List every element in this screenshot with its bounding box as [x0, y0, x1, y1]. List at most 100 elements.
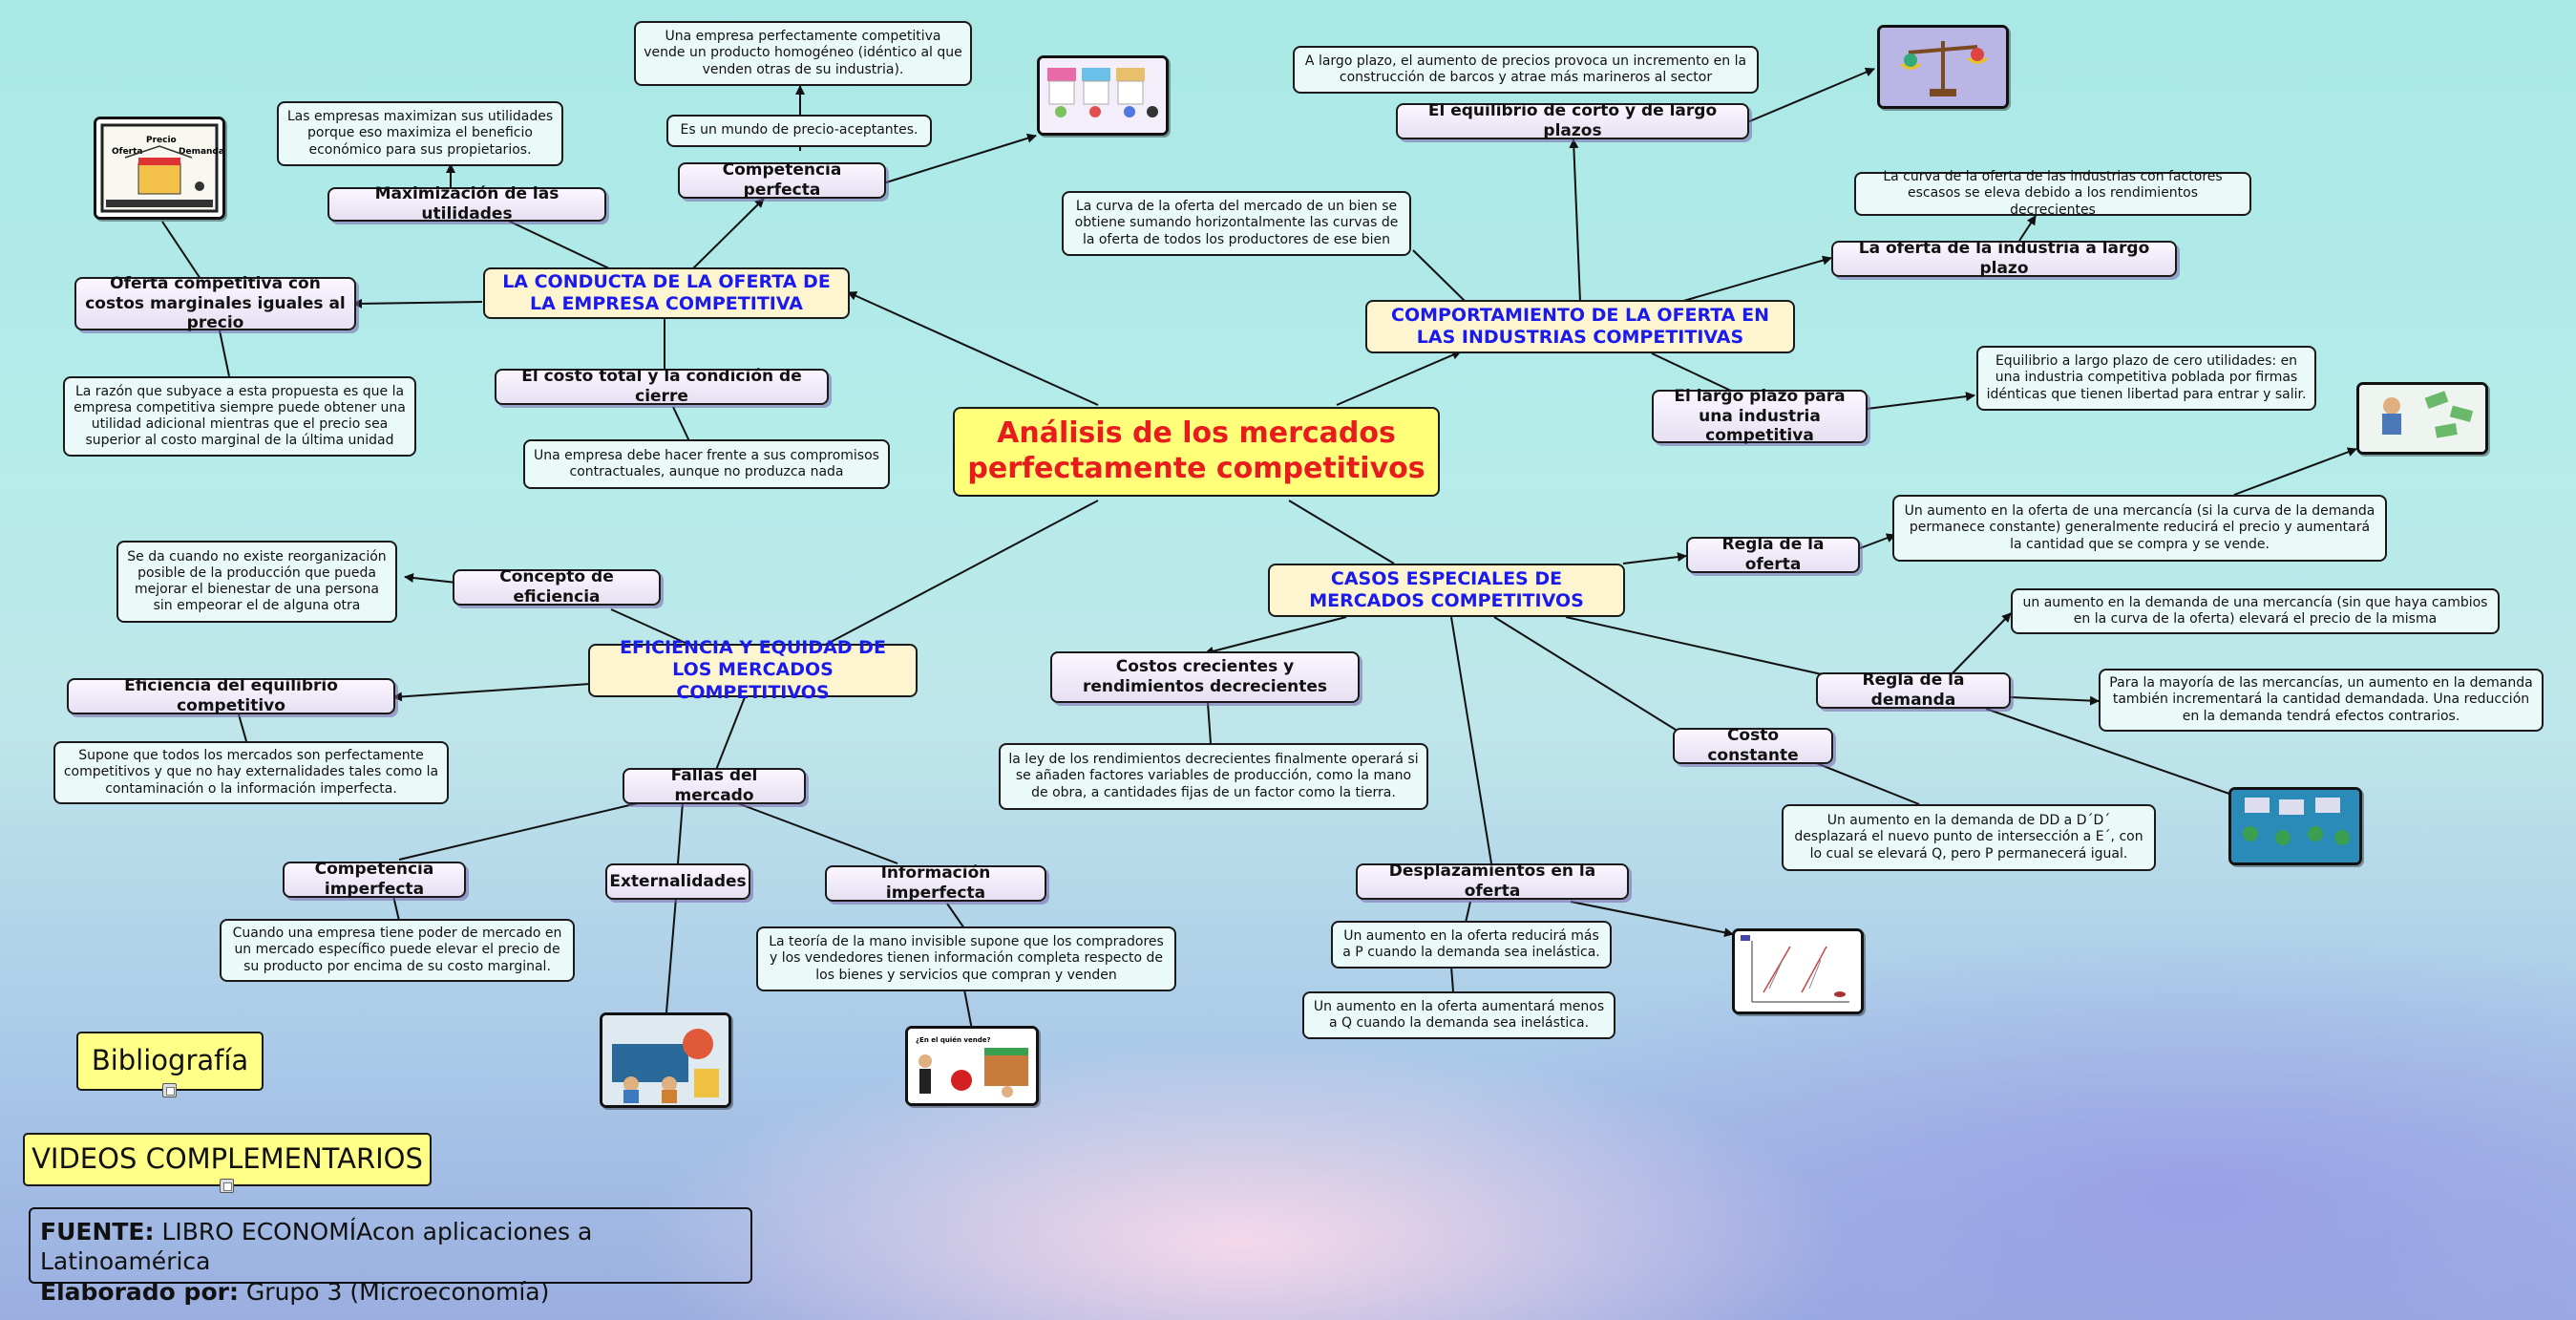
link: [715, 696, 746, 771]
topic-largo-plazo[interactable]: El largo plazo para una industria compet…: [1652, 387, 1868, 445]
link: [1565, 616, 1823, 675]
demanda-label: Demanda: [179, 147, 222, 157]
fuente-value: LIBRO ECONOMÍAcon aplicaciones a Latinoa…: [40, 1218, 593, 1276]
topic-costos-crecientes[interactable]: Costos crecientes y rendimientos decreci…: [1050, 651, 1360, 703]
note-precio-aceptantes: Es un mundo de precio-aceptantes.: [666, 115, 932, 147]
central-topic[interactable]: Análisis de los mercados perfectamente c…: [953, 407, 1440, 497]
link: [1288, 500, 1395, 564]
topic-eficiencia-equilibrio[interactable]: Eficiencia del equilibrio competitivo: [67, 676, 395, 715]
note-aumentara-q: Un aumento en la oferta aumentará menos …: [1302, 991, 1615, 1039]
note-homogeneo: Una empresa perfectamente competitiva ve…: [634, 21, 972, 86]
thumbnail-quien-vende[interactable]: ¿En el quién vende?: [905, 1026, 1039, 1106]
link: [505, 219, 612, 270]
link: [392, 895, 400, 922]
thumbnail-market-stalls[interactable]: [1037, 55, 1169, 136]
topic-maximizacion[interactable]: Maximización de las utilidades: [327, 184, 606, 224]
topic-oferta-competitiva[interactable]: Oferta competitiva con costos marginales…: [74, 274, 356, 332]
link: [1450, 616, 1492, 864]
note-largo-plazo-precios: A largo plazo, el aumento de precios pro…: [1293, 46, 1759, 94]
link: [398, 801, 643, 861]
topic-competencia-perfecta[interactable]: Competencia perfecta: [678, 160, 886, 200]
topic-regla-oferta[interactable]: Regla de la oferta: [1686, 535, 1860, 574]
note-ley-rendimientos: la ley de los rendimientos decrecientes …: [999, 743, 1428, 810]
topic-informacion-imperfecta[interactable]: Información imperfecta: [825, 863, 1046, 903]
main-topic-conducta[interactable]: LA CONDUCTA DE LA OFERTA DE LA EMPRESA C…: [483, 267, 850, 319]
topic-regla-demanda[interactable]: Regla de la demanda: [1816, 671, 2011, 710]
note-reorganizacion: Se da cuando no existe reorganización po…: [116, 541, 397, 623]
topic-externalidades[interactable]: Externalidades: [605, 863, 750, 900]
link: [691, 198, 765, 270]
link: [161, 221, 201, 280]
topic-desplazamientos[interactable]: Desplazamientos en la oferta: [1356, 862, 1629, 901]
note-compromisos: Una empresa debe hacer frente a sus comp…: [523, 439, 890, 489]
note-curva-oferta-mercado: La curva de la oferta del mercado de un …: [1062, 191, 1411, 256]
note-razon: La razón que subyace a esta propuesta es…: [63, 376, 416, 457]
thumbnail-supply-shift-graph[interactable]: [1732, 928, 1864, 1014]
link: [352, 298, 483, 309]
link: [1204, 616, 1347, 656]
link: [734, 801, 898, 864]
link: [1746, 67, 1875, 123]
topic-fallas[interactable]: Fallas del mercado: [623, 766, 806, 805]
link: [1465, 901, 1471, 924]
link: [946, 903, 965, 929]
thumbnail-oferta-demanda[interactable]: Oferta Precio Demanda: [94, 117, 225, 220]
link: [672, 406, 690, 442]
source-footer: FUENTE: LIBRO ECONOMÍAcon aplicaciones a…: [29, 1207, 752, 1306]
link: [1207, 702, 1212, 744]
thumbnail-money-hands[interactable]: [2356, 382, 2488, 455]
link: [882, 133, 1037, 184]
fuente-label: FUENTE:: [40, 1218, 155, 1245]
elaborado-label: Elaborado por:: [40, 1277, 239, 1306]
main-topic-comportamiento[interactable]: COMPORTAMIENTO DE LA OFERTA EN LAS INDUS…: [1365, 300, 1795, 353]
link: [2010, 695, 2100, 706]
link: [1947, 612, 2012, 679]
videos-button[interactable]: VIDEOS COMPLEMENTARIOS: [23, 1133, 432, 1186]
link: [392, 683, 591, 702]
note-maximizan: Las empresas maximizan sus utilidades po…: [277, 101, 563, 166]
note-aumento-oferta: Un aumento en la oferta de una mercancía…: [1892, 495, 2387, 562]
topic-equilibrio-plazos[interactable]: El equilibrio de corto y de largo plazos: [1396, 101, 1749, 140]
note-dd-prima: Un aumento en la demanda de DD a D´D´ de…: [1782, 804, 2156, 871]
note-factores-escasos: La curva de la oferta de las industrias …: [1854, 169, 2251, 218]
link: [963, 989, 973, 1031]
link: [1859, 533, 1896, 549]
topic-costo-constante[interactable]: Costo constante: [1673, 726, 1833, 765]
note-supone: Supone que todos los mercados son perfec…: [53, 741, 449, 804]
main-topic-eficiencia[interactable]: EFICIENCIA Y EQUIDAD DE LOS MERCADOS COM…: [588, 637, 918, 703]
oferta-label: Oferta: [112, 147, 142, 157]
main-topic-casos[interactable]: CASOS ESPECIALES DE MERCADOS COMPETITIVO…: [1268, 564, 1625, 617]
topic-costo-total[interactable]: El costo total y la condición de cierre: [495, 367, 829, 406]
topic-competencia-imperfecta[interactable]: Competencia imperfecta: [283, 860, 466, 899]
quien-vende-label: ¿En el quién vende?: [916, 1036, 991, 1044]
link: [238, 713, 247, 742]
link: [1412, 249, 1467, 303]
link: [1985, 708, 2249, 801]
link: [1866, 392, 1975, 410]
note-mano-invisible: La teoría de la mano invisible supone qu…: [756, 926, 1176, 991]
topic-concepto-eficiencia[interactable]: Concepto de eficiencia: [453, 567, 661, 607]
link: [1336, 350, 1462, 406]
thumbnail-balance-scale[interactable]: [1877, 25, 2009, 109]
thumbnail-supply-demand-figures[interactable]: [2228, 787, 2362, 865]
fuente-line: FUENTE: LIBRO ECONOMÍAcon aplicaciones a…: [40, 1217, 741, 1277]
elaborado-value: Grupo 3 (Microeconomía): [245, 1277, 550, 1306]
link: [1651, 352, 1734, 393]
link: [404, 573, 457, 584]
elaborado-line: Elaborado por: Grupo 3 (Microeconomía): [40, 1277, 741, 1307]
link: [1450, 966, 1454, 992]
attachment-icon[interactable]: [220, 1179, 234, 1193]
link: [2018, 215, 2037, 242]
topic-oferta-industria[interactable]: La oferta de la industria a largo plazo: [1831, 239, 2177, 278]
link: [610, 608, 688, 645]
bibliografia-button[interactable]: Bibliografía: [76, 1032, 264, 1091]
note-poder-mercado: Cuando una empresa tiene poder de mercad…: [220, 919, 575, 982]
note-cero-utilidades: Equilibrio a largo plazo de cero utilida…: [1976, 346, 2316, 411]
attachment-icon[interactable]: [162, 1083, 177, 1097]
note-reducira-p: Un aumento en la oferta reducirá más a P…: [1331, 921, 1612, 969]
link: [2233, 447, 2357, 496]
link: [1570, 901, 1734, 938]
link: [1493, 616, 1677, 731]
thumbnail-externalities[interactable]: [600, 1012, 731, 1108]
